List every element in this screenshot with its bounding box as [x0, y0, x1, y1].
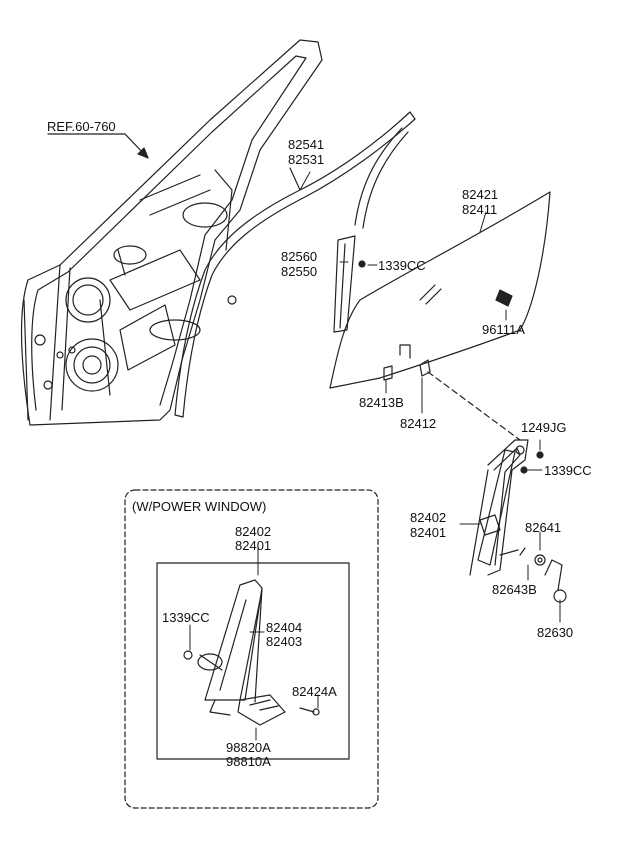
door-glass	[329, 191, 551, 389]
part-98810a: 98810A	[226, 754, 271, 769]
power-window-box	[124, 489, 379, 809]
power-window-inner-frame	[156, 562, 350, 760]
part-82403: 82403	[266, 634, 303, 649]
part-82560: 82560	[281, 249, 318, 264]
part-82424a: 82424A	[292, 684, 337, 699]
part-82630: 82630	[537, 625, 574, 640]
part-82402-manual: 82402	[410, 510, 447, 525]
part-82411: 82411	[462, 202, 498, 217]
part-82402-power: 82402	[235, 524, 272, 539]
power-regulator	[183, 579, 320, 726]
part-96111a: 96111A	[482, 322, 525, 337]
part-1339cc-right: 1339CC	[544, 463, 592, 478]
part-82413b: 82413B	[359, 395, 404, 410]
part-82643b: 82643B	[492, 582, 537, 597]
rear-channel	[333, 127, 409, 333]
leader-lines	[189, 171, 561, 741]
part-82401-manual: 82401	[410, 525, 447, 540]
part-82421: 82421	[462, 187, 499, 202]
part-82404: 82404	[266, 620, 303, 635]
part-1339cc-power: 1339CC	[162, 610, 210, 625]
part-1339cc-top: 1339CC	[378, 258, 426, 273]
part-82641: 82641	[525, 520, 562, 535]
part-82412: 82412	[400, 416, 437, 431]
manual-regulator	[469, 439, 567, 603]
ref-label: REF.60-760	[47, 119, 116, 134]
dashed-leaders	[427, 371, 521, 441]
glass-run-channel	[174, 111, 416, 418]
door-panel-drawing	[20, 39, 323, 426]
ref-leader	[47, 133, 149, 159]
part-82541: 82541	[288, 137, 325, 152]
power-window-box-title: (W/POWER WINDOW)	[132, 499, 267, 514]
part-98820a: 98820A	[226, 740, 271, 755]
part-82550: 82550	[281, 264, 318, 279]
part-82401-power: 82401	[235, 538, 272, 553]
part-82531: 82531	[288, 152, 325, 167]
part-1249jg: 1249JG	[521, 420, 567, 435]
